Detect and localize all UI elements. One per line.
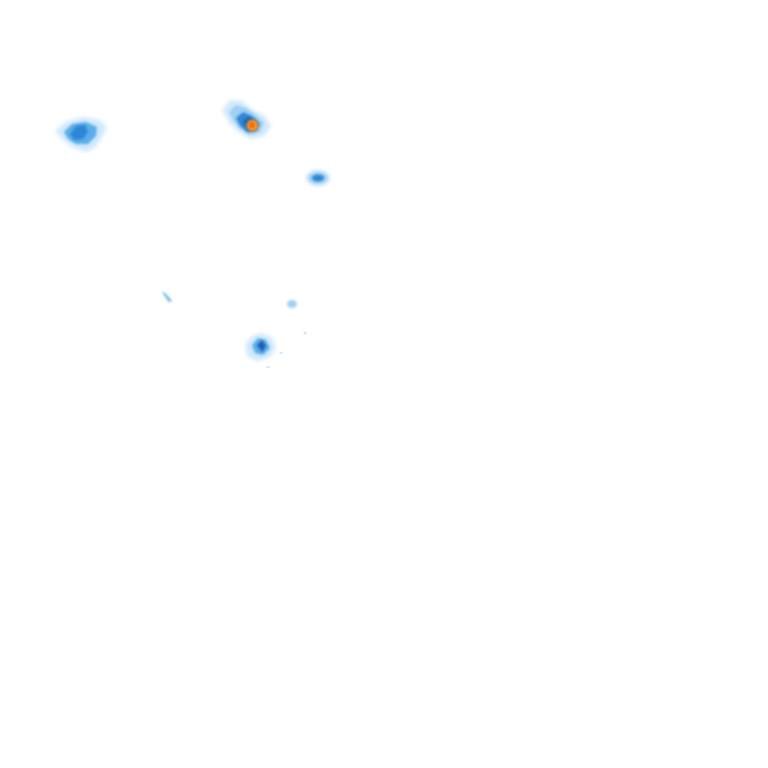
precip-layer-strong	[312, 174, 324, 182]
precip-cell-central	[222, 100, 271, 139]
precip-cell-east	[307, 171, 329, 185]
precip-layer-strong	[257, 340, 266, 352]
precip-layer-strong	[70, 125, 88, 140]
precip-cell-west	[55, 117, 107, 152]
precip-cell-south	[245, 333, 283, 368]
precip-core-peak	[249, 122, 255, 128]
precip-fleck-center	[287, 300, 307, 335]
precip-streak-west	[162, 292, 172, 302]
